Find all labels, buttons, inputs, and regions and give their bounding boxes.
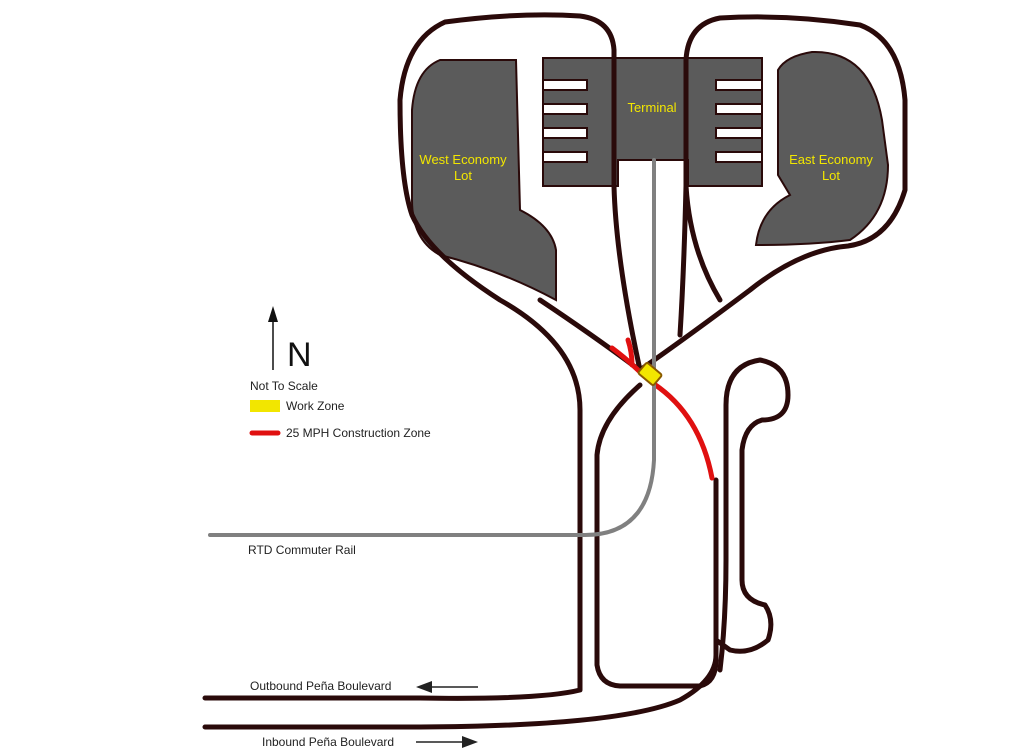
work-zone-marker — [637, 362, 663, 386]
road-network — [202, 12, 908, 730]
terminal-gates — [542, 79, 763, 163]
scale-note: Not To Scale — [250, 379, 318, 393]
rail-label: RTD Commuter Rail — [248, 543, 356, 557]
construction-zone-legend-label: 25 MPH Construction Zone — [286, 426, 431, 440]
commuter-rail-line — [208, 158, 656, 537]
east-lot-label-line1: East Economy — [789, 152, 873, 167]
terminal-label: Terminal — [627, 100, 676, 115]
west-lot-label-line1: West Economy — [419, 152, 507, 167]
outbound-arrow-icon — [416, 681, 478, 693]
work-zone-swatch — [250, 400, 280, 412]
east-economy-lot — [754, 50, 890, 247]
west-lot-label-line2: Lot — [454, 168, 472, 183]
north-label: N — [287, 336, 312, 374]
construction-zone-segments — [609, 337, 715, 481]
east-lot-label-line2: Lot — [822, 168, 840, 183]
work-zone-legend-label: Work Zone — [286, 399, 345, 413]
outbound-label: Outbound Peña Boulevard — [250, 679, 391, 693]
inbound-label: Inbound Peña Boulevard — [262, 735, 394, 749]
west-economy-lot — [411, 59, 557, 302]
legend: N Not To Scale Work Zone 25 MPH Construc… — [249, 306, 431, 440]
inbound-arrow-icon — [416, 736, 478, 748]
north-arrow-icon — [268, 306, 278, 370]
